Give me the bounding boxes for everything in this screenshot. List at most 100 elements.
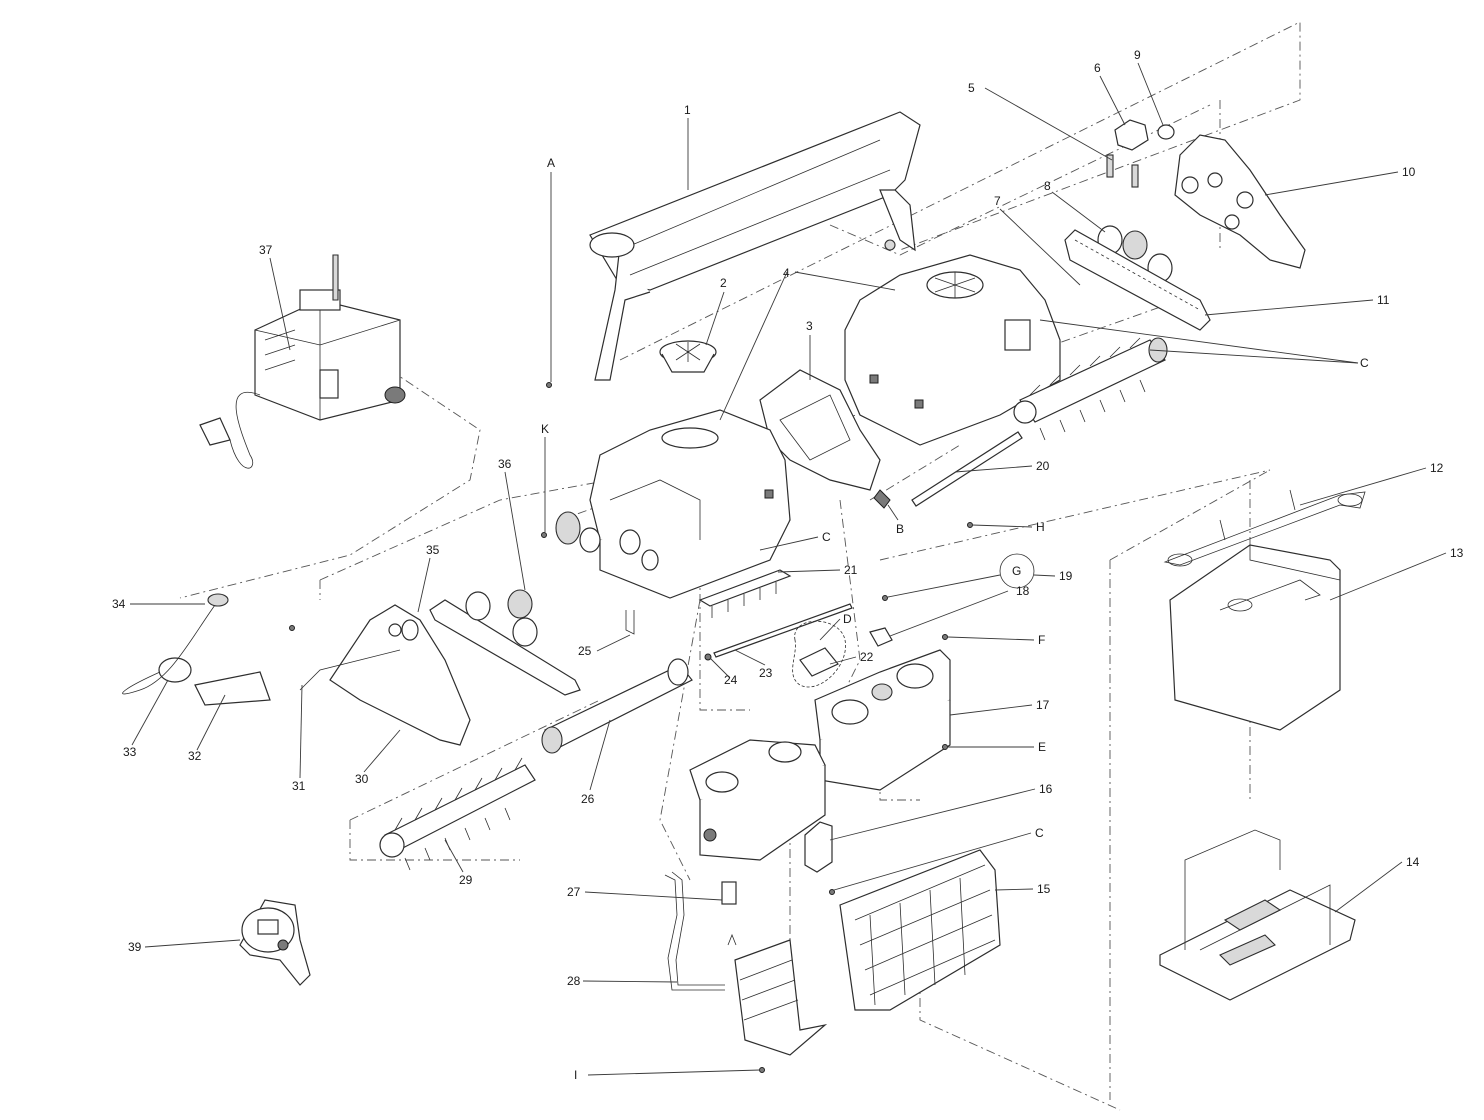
rod-part [704, 603, 853, 661]
callout-7: 7 [994, 194, 1001, 208]
callout-32: 32 [188, 749, 202, 763]
gasket-part [792, 621, 846, 688]
leader-32 [196, 694, 226, 751]
pump-housing-part [689, 649, 951, 861]
callout-23: 23 [759, 666, 773, 680]
callout-c-mid: C [822, 530, 831, 544]
leader-35 [417, 557, 431, 613]
cap-part [659, 340, 717, 373]
leader-31 [299, 684, 303, 779]
brush-roller-left-part [379, 757, 536, 871]
callout-21: 21 [844, 563, 858, 577]
leader-12 [1299, 467, 1427, 506]
leader-5 [984, 87, 1113, 161]
leader-14 [1334, 861, 1403, 913]
callout-10: 10 [1402, 165, 1416, 179]
callout-3: 3 [806, 319, 813, 333]
callout-27: 27 [567, 885, 581, 899]
leader-25 [596, 634, 631, 652]
shaft-part [911, 431, 1023, 507]
callout-2: 2 [720, 276, 727, 290]
callout-labels: 1 2 3 4 5 6 7 8 9 10 11 12 13 14 15 16 1… [112, 48, 1464, 1082]
power-supply-part [199, 254, 406, 469]
callout-18: 18 [1016, 584, 1030, 598]
battery-handle-part [1163, 489, 1366, 567]
leader-4a [719, 271, 788, 421]
leader-c-bottom [833, 832, 1032, 891]
callout-12: 12 [1430, 461, 1444, 475]
housing-front-part [589, 409, 791, 599]
callout-6: 6 [1094, 61, 1101, 75]
remote-control-part [239, 899, 311, 986]
leader-d [819, 618, 841, 641]
callout-f: F [1038, 633, 1045, 647]
electronics-tray-part [1159, 829, 1356, 1001]
callout-26: 26 [581, 792, 595, 806]
callout-e: E [1038, 740, 1046, 754]
leader-23 [734, 649, 766, 666]
callout-36: 36 [498, 457, 512, 471]
clip-part [804, 821, 835, 895]
callout-30: 30 [355, 772, 369, 786]
callout-19: 19 [1059, 569, 1073, 583]
spring-clip-parts [1106, 119, 1175, 188]
leader-39 [144, 939, 241, 948]
callout-b: B [896, 522, 904, 536]
leader-11 [1204, 299, 1374, 316]
leader-g [887, 574, 1001, 598]
callout-39: 39 [128, 940, 142, 954]
cable-float-parts [122, 593, 401, 706]
callout-11: 11 [1377, 293, 1390, 307]
callout-25: 25 [578, 644, 592, 658]
leader-33 [131, 679, 169, 746]
leader-27 [584, 891, 723, 901]
side-plate-right-part [1174, 134, 1306, 269]
callout-34: 34 [112, 597, 126, 611]
leader-c-mid [759, 536, 819, 551]
leader-lines [130, 62, 1447, 1076]
callout-i: I [574, 1068, 577, 1082]
leader-30 [363, 729, 401, 773]
callout-20: 20 [1036, 459, 1050, 473]
callout-8: 8 [1044, 179, 1051, 193]
leader-36 [504, 471, 526, 591]
drive-gear-left-part [555, 511, 659, 571]
housing-rear-part [844, 254, 1061, 446]
callout-4: 4 [783, 266, 790, 280]
callout-22: 22 [860, 650, 874, 664]
leader-28 [582, 980, 678, 983]
callout-33: 33 [123, 745, 137, 759]
track-belt-right-part [1064, 229, 1211, 331]
callout-24: 24 [724, 673, 738, 687]
leader-10 [1264, 171, 1399, 196]
leader-15 [994, 888, 1034, 891]
callout-g: G [1012, 564, 1021, 578]
leader-7 [999, 208, 1081, 286]
leader-26 [589, 719, 611, 791]
leader-19 [1033, 574, 1056, 577]
impeller-small-parts [869, 595, 948, 750]
leader-f [947, 636, 1035, 641]
leader-16 [829, 788, 1036, 841]
nozzle-hose-parts [664, 871, 737, 991]
leader-21 [777, 569, 841, 573]
leader-37 [269, 257, 291, 351]
leader-2 [705, 291, 725, 346]
callout-16: 16 [1039, 782, 1053, 796]
callout-31: 31 [292, 779, 306, 793]
bracket-part [625, 610, 635, 635]
handle-part [589, 111, 921, 381]
filter-basket-left-part [734, 939, 828, 1056]
callout-g-circle [999, 553, 1035, 589]
comb-part [698, 569, 792, 618]
leader-29 [444, 839, 464, 873]
callout-17: 17 [1036, 698, 1050, 712]
callout-13: 13 [1450, 546, 1464, 560]
leader-9 [1137, 62, 1164, 126]
brush-roller-right-part [1013, 337, 1168, 441]
callout-37: 37 [259, 243, 273, 257]
leader-17 [949, 704, 1033, 716]
callout-28: 28 [567, 974, 581, 988]
